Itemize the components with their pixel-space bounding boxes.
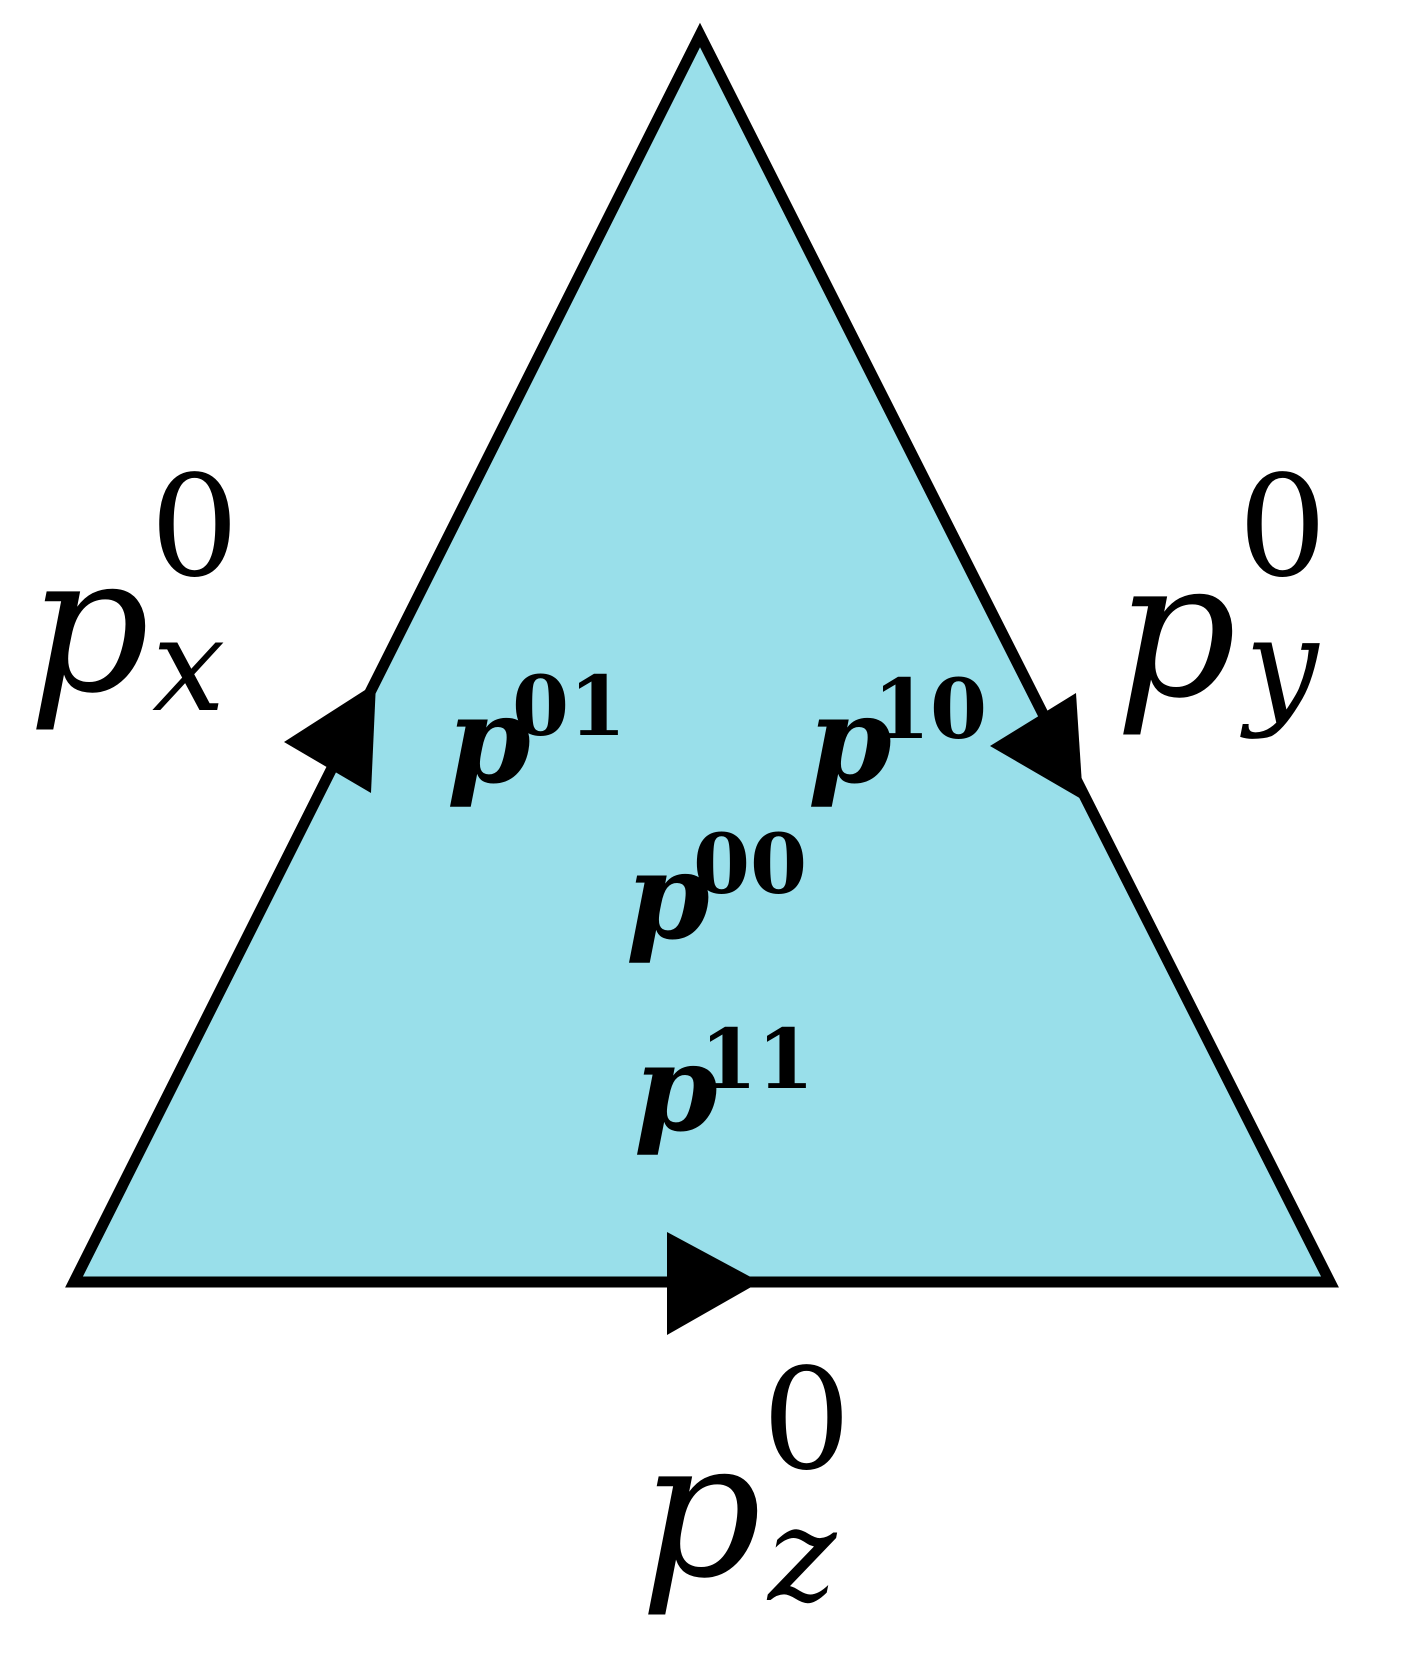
face-label-11-base: p <box>634 1018 718 1159</box>
left-edge-label-sub: x <box>152 589 225 741</box>
right-edge-label-sub: y <box>1240 589 1320 741</box>
left-edge-label-sup: 0 <box>150 446 239 609</box>
face-label-01-base: p <box>447 670 531 811</box>
face-label-10: p 10 <box>808 662 987 811</box>
face-label-10-sup: 10 <box>873 662 987 758</box>
bottom-edge-arrow <box>667 1232 760 1335</box>
face-label-00: p 00 <box>626 817 807 967</box>
bottom-edge-label: p 0 z <box>640 1339 851 1631</box>
face-label-11: p 11 <box>634 1012 814 1159</box>
face-label-01: p 01 <box>447 659 626 811</box>
face-label-10-base: p <box>808 670 892 811</box>
face-label-00-base: p <box>626 826 710 967</box>
left-edge-label-base: p <box>28 514 150 735</box>
bottom-edge-label-sup: 0 <box>762 1339 851 1502</box>
right-edge-label: p 0 y <box>1115 446 1327 741</box>
bottom-edge-label-sub: z <box>766 1479 838 1631</box>
right-edge-label-base: p <box>1115 519 1237 740</box>
face-label-00-sup: 00 <box>693 817 807 913</box>
bottom-edge-label-base: p <box>640 1399 762 1620</box>
left-edge-label: p 0 x <box>28 446 239 741</box>
left-edge-arrow <box>284 683 376 793</box>
face-label-11-sup: 11 <box>700 1012 814 1108</box>
face-label-01-sup: 01 <box>512 659 626 755</box>
right-edge-label-sup: 0 <box>1238 446 1327 609</box>
right-edge-arrow <box>990 693 1083 800</box>
